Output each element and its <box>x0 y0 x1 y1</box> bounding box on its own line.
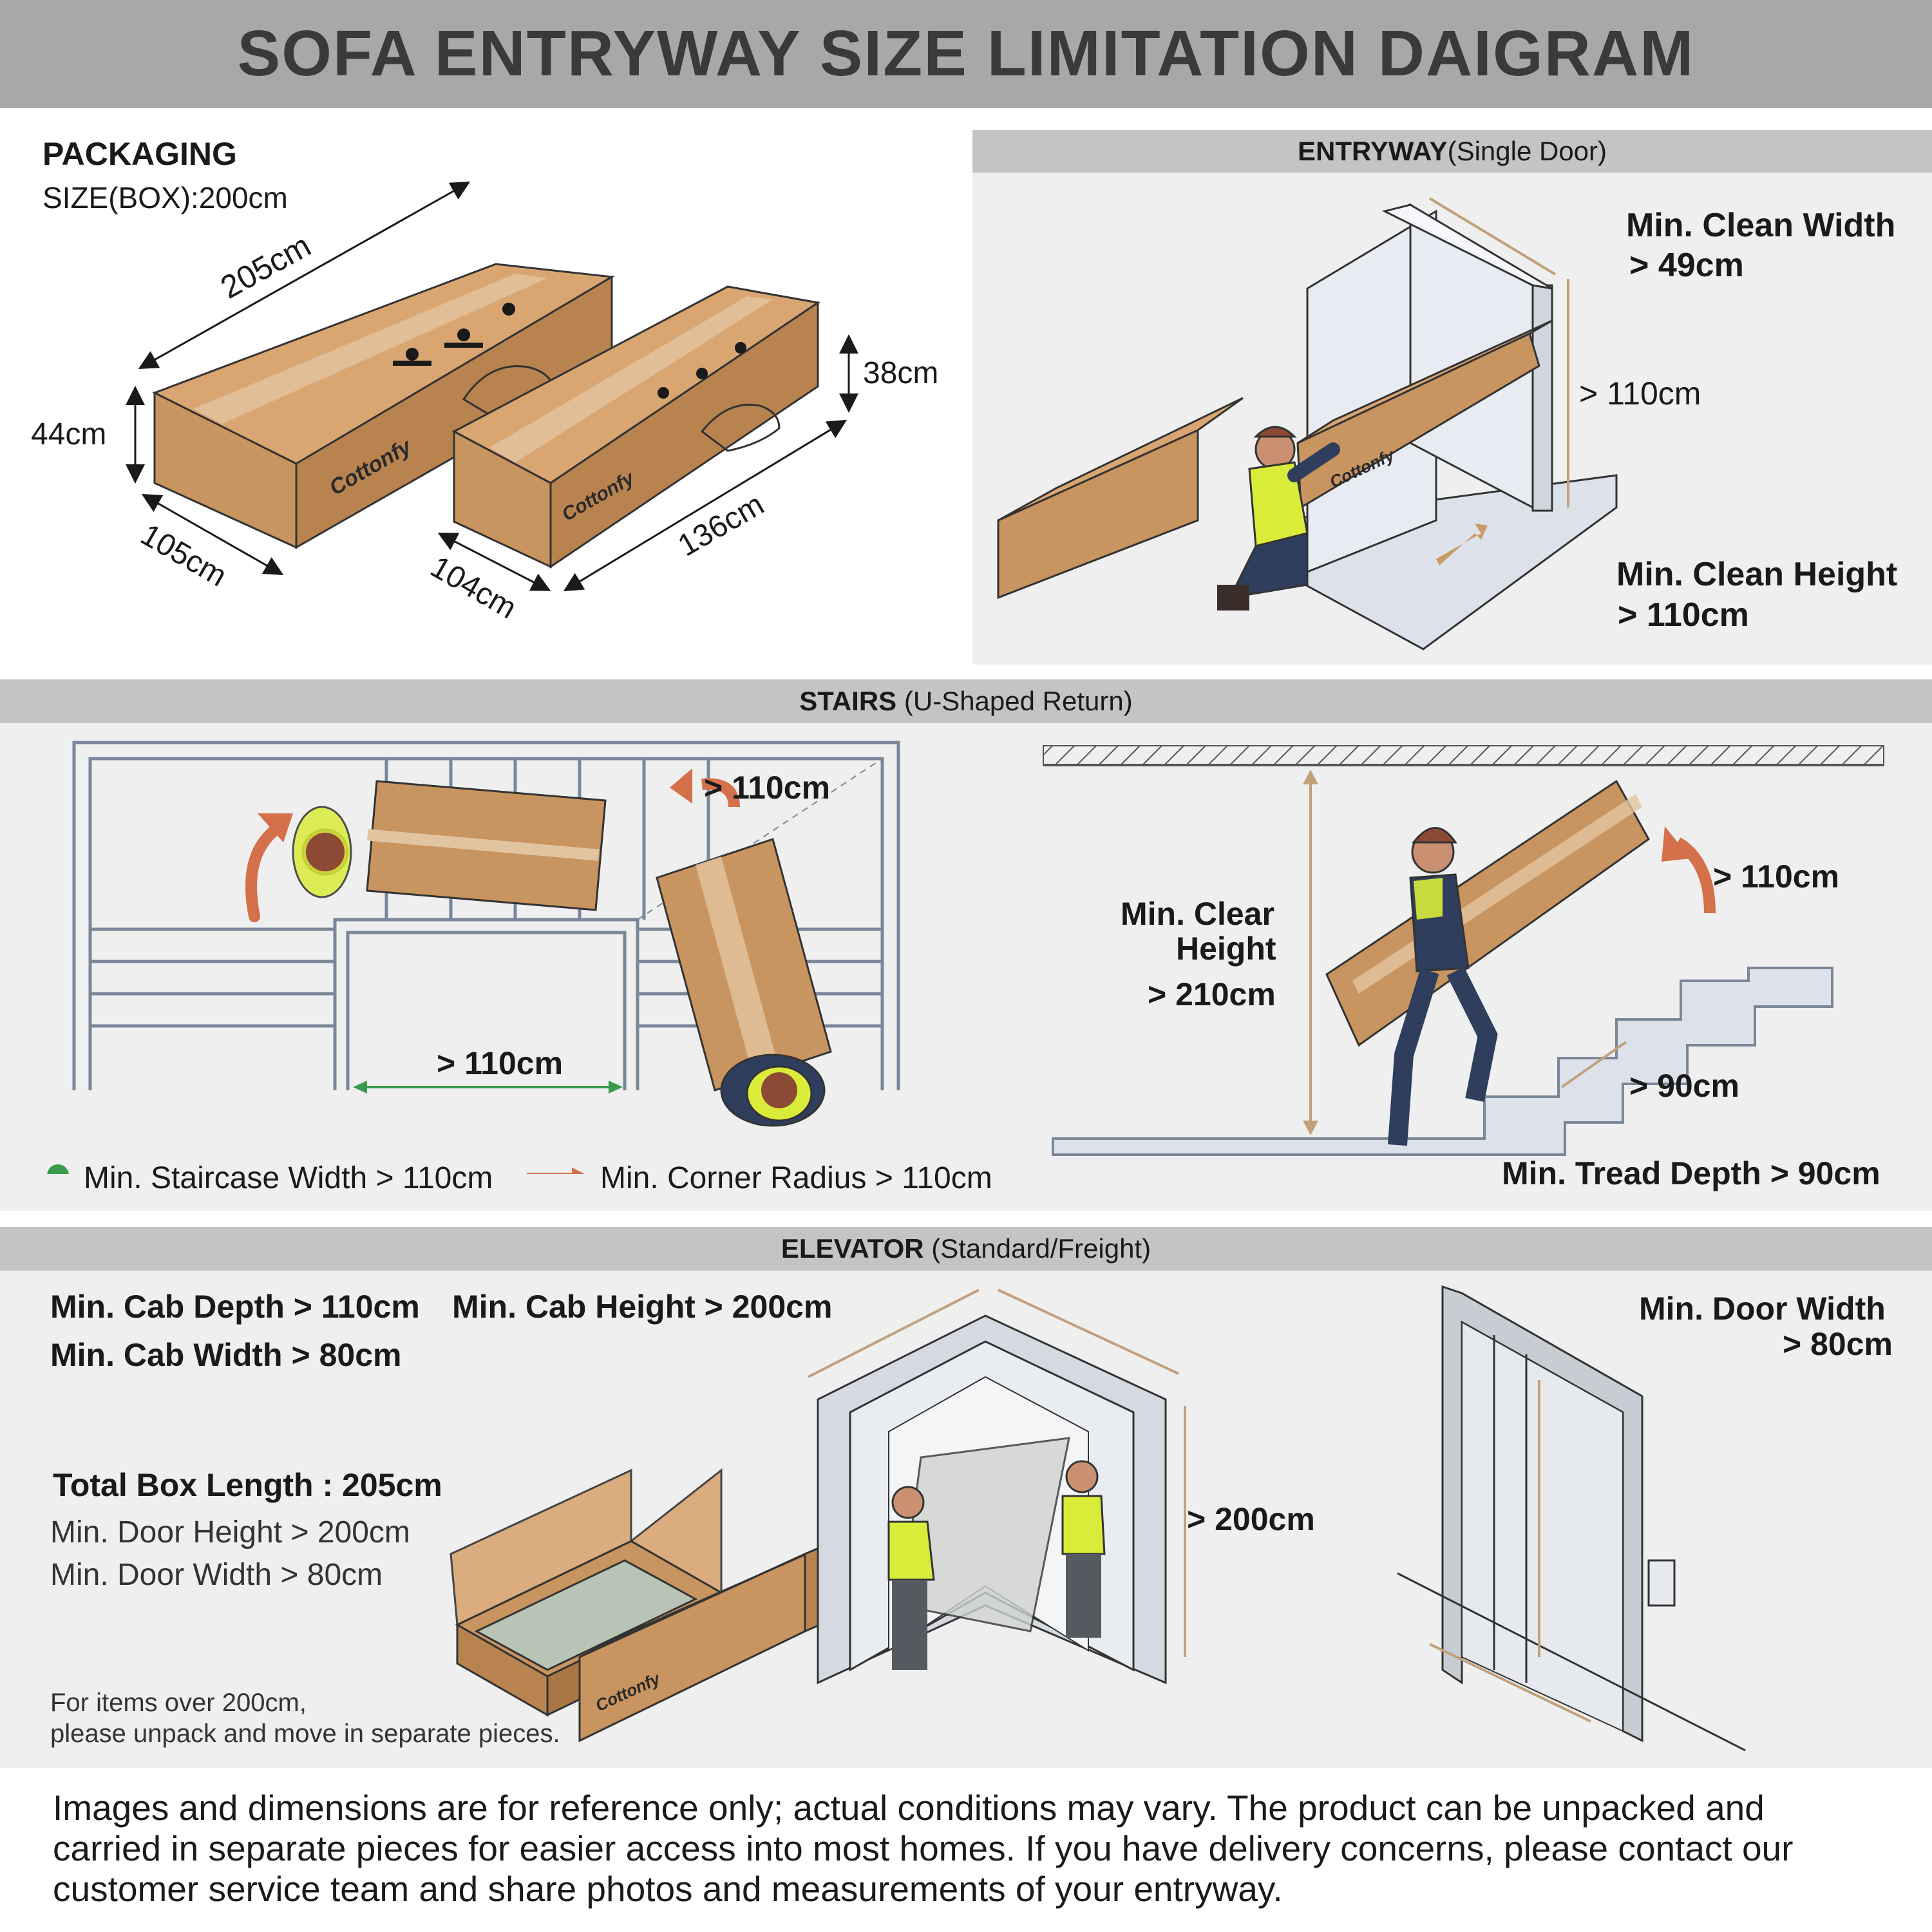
elevator-door-width-label-2: > 80cm <box>1783 1326 1893 1362</box>
elevator-illustration: Cottonfy <box>450 1289 1186 1743</box>
elevator-door-width: Min. Door Width > 80cm <box>50 1558 383 1592</box>
dim-104: 104cm <box>425 550 522 625</box>
stairs-subheading: (U-Shaped Return) <box>904 686 1133 716</box>
elevator-heading: ELEVATOR <box>781 1233 924 1264</box>
packaging-illustration: Cottonfy Cottonfy 205cm 44cm 105cm 38cm … <box>31 182 938 625</box>
elevator-door-illustration <box>1397 1285 1746 1752</box>
packaging-heading: PACKAGING <box>43 136 237 172</box>
stairs-plan-illustration <box>47 741 900 1174</box>
stairs-heading: STAIRS <box>799 686 897 716</box>
entryway-illustration: Cottonfy <box>997 197 1618 650</box>
dim-105: 105cm <box>135 518 232 594</box>
elevator-note-line2: please unpack and move in separate piece… <box>50 1719 560 1748</box>
footer-line-2: carried in separate pieces for easier ac… <box>53 1828 1794 1868</box>
elevator-subheading: (Standard/Freight) <box>931 1233 1151 1264</box>
stairs-tilt-dim: > 110cm <box>1713 858 1840 895</box>
entryway-band: ENTRYWAY(Single Door) <box>972 130 1932 173</box>
stairs-clear-height-line2: Height <box>1176 931 1276 967</box>
stairs-clear-height-line1: Min. Clear <box>1121 896 1274 932</box>
dim-44: 44cm <box>31 417 106 451</box>
stairs-tread-dim: > 90cm <box>1629 1068 1739 1104</box>
stairs-corner-dim: > 110cm <box>704 770 831 806</box>
elevator-band: ELEVATOR (Standard/Freight) <box>0 1227 1932 1271</box>
elevator-cab-width: Min. Cab Width > 80cm <box>50 1337 402 1373</box>
dim-38: 38cm <box>863 356 938 390</box>
elevator-note-line1: For items over 200cm, <box>50 1689 307 1717</box>
elevator-cab-height: Min. Cab Height > 200cm <box>452 1289 833 1325</box>
dim-205: 205cm <box>214 227 316 306</box>
title-band: SOFA ENTRYWAY SIZE LIMITATION DAIGRAM <box>0 0 1932 108</box>
footer-line-3: customer service team and share photos a… <box>53 1869 1283 1909</box>
entryway-subheading: (Single Door) <box>1447 136 1607 166</box>
stairs-section-illustration <box>1043 745 1884 1156</box>
entryway-heading: ENTRYWAY <box>1297 136 1448 166</box>
stairs-width-dim: > 110cm <box>437 1045 564 1081</box>
elevator-cab-depth: Min. Cab Depth > 110cm <box>50 1289 420 1325</box>
elevator-total-length: Total Box Length : 205cm <box>53 1467 442 1503</box>
entryway-clean-width-value: > 49cm <box>1629 247 1744 284</box>
entryway-clean-height-label: Min. Clean Height <box>1616 556 1898 593</box>
elevator-height-dim: > 200cm <box>1187 1501 1315 1537</box>
stairs-tread-label: Min. Tread Depth > 90cm <box>1502 1155 1880 1191</box>
dim-arrow-205 <box>138 182 471 369</box>
page-title: SOFA ENTRYWAY SIZE LIMITATION DAIGRAM <box>237 17 1695 90</box>
dim-136: 136cm <box>672 488 770 564</box>
footer-line-1: Images and dimensions are for reference … <box>53 1788 1765 1828</box>
elevator-door-width-label-1: Min. Door Width <box>1639 1291 1886 1327</box>
dim-arrow-105 <box>141 494 284 575</box>
entryway-clean-width-label: Min. Clean Width <box>1626 207 1896 244</box>
stairs-legend-corner: Min. Corner Radius > 110cm <box>600 1161 992 1195</box>
entryway-height-dim: > 110cm <box>1579 375 1701 412</box>
stairs-clear-height-value: > 210cm <box>1148 976 1276 1012</box>
entryway-clean-height-value: > 110cm <box>1618 596 1749 634</box>
stairs-band: STAIRS (U-Shaped Return) <box>0 679 1932 723</box>
stairs-legend-width: Min. Staircase Width > 110cm <box>84 1161 493 1195</box>
dim-arrow-104 <box>437 533 551 591</box>
elevator-door-height: Min. Door Height > 200cm <box>50 1515 410 1549</box>
dim-arrow-136 <box>563 419 848 592</box>
